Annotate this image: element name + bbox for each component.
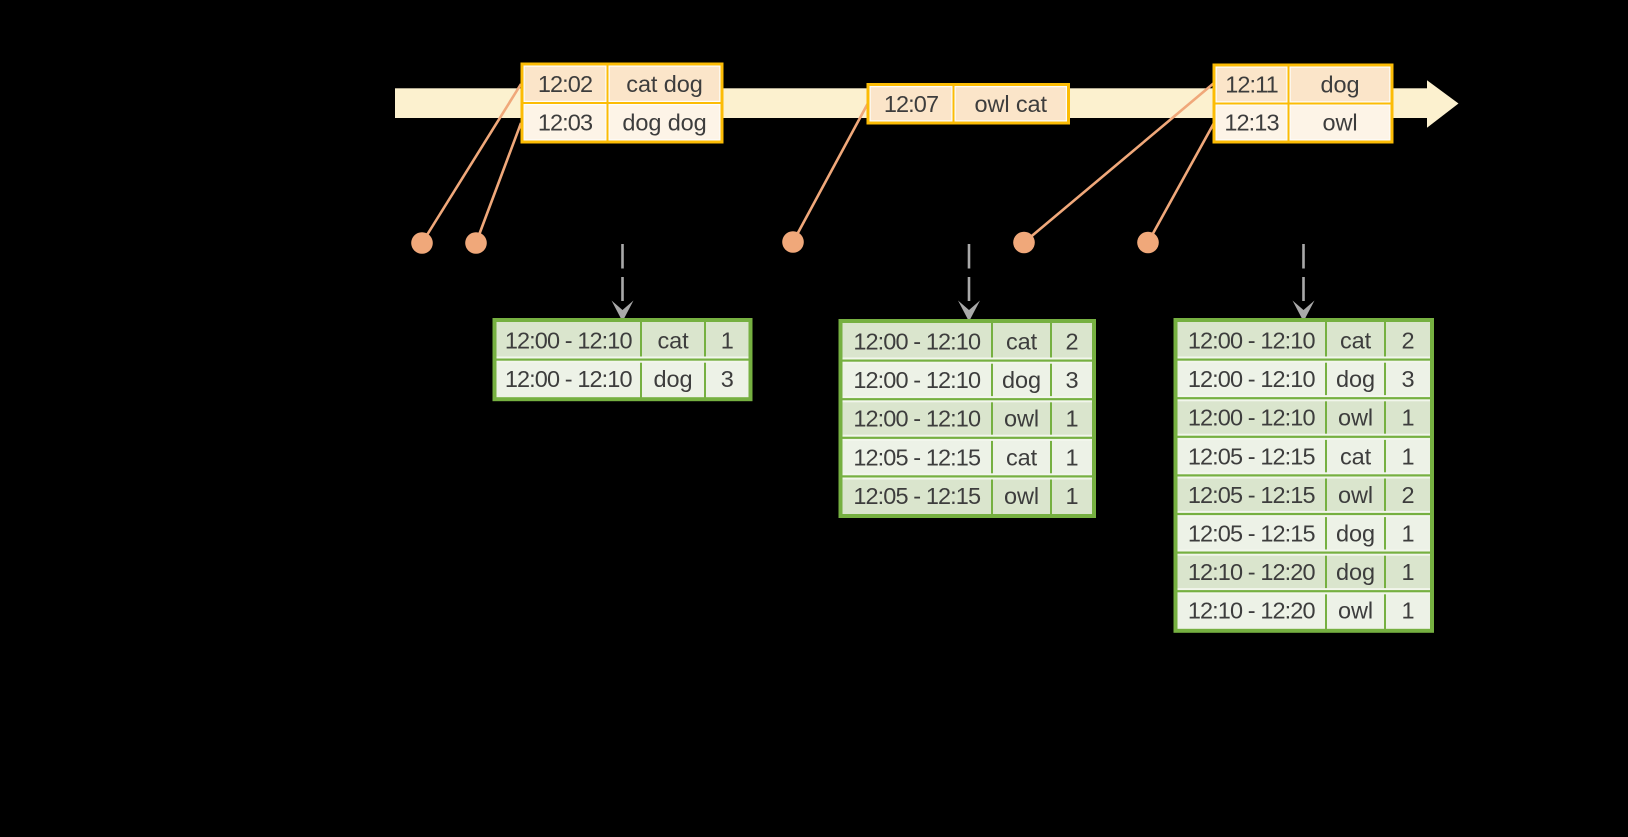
svg-text:2: 2 xyxy=(1402,328,1415,354)
svg-text:dog: dog xyxy=(1336,559,1375,585)
svg-text:12:00 - 12:10: 12:00 - 12:10 xyxy=(853,406,981,432)
svg-text:1: 1 xyxy=(1402,443,1415,469)
svg-text:2: 2 xyxy=(1402,482,1415,508)
svg-text:owl: owl xyxy=(1338,482,1373,508)
svg-text:12:00 - 12:10: 12:00 - 12:10 xyxy=(505,366,633,392)
svg-text:12:05 - 12:15: 12:05 - 12:15 xyxy=(1188,443,1316,469)
svg-text:12:05 - 12:15: 12:05 - 12:15 xyxy=(1188,482,1316,508)
svg-text:1: 1 xyxy=(1402,559,1415,585)
svg-text:12:13: 12:13 xyxy=(1224,110,1279,136)
svg-text:cat: cat xyxy=(1340,443,1372,469)
svg-text:dog: dog xyxy=(1336,521,1375,547)
svg-text:owl: owl xyxy=(1004,406,1039,432)
svg-text:cat dog: cat dog xyxy=(626,71,702,97)
svg-text:3: 3 xyxy=(1402,366,1415,392)
svg-text:owl: owl xyxy=(1338,405,1373,431)
svg-text:3: 3 xyxy=(1066,367,1079,393)
svg-text:dog: dog xyxy=(1002,367,1041,393)
svg-text:1: 1 xyxy=(1066,406,1079,432)
svg-text:12:05 - 12:15: 12:05 - 12:15 xyxy=(853,483,981,509)
svg-text:owl: owl xyxy=(1323,110,1358,136)
svg-text:12:10 - 12:20: 12:10 - 12:20 xyxy=(1188,559,1316,585)
svg-text:1: 1 xyxy=(1402,521,1415,547)
svg-text:1: 1 xyxy=(1066,444,1079,470)
svg-text:dog dog: dog dog xyxy=(622,109,706,135)
svg-text:12:00 - 12:10: 12:00 - 12:10 xyxy=(505,328,633,354)
svg-text:dog: dog xyxy=(1321,72,1360,98)
svg-text:12:10 - 12:20: 12:10 - 12:20 xyxy=(1188,598,1316,624)
svg-text:12:00 - 12:10: 12:00 - 12:10 xyxy=(853,329,981,355)
svg-text:12:00 - 12:10: 12:00 - 12:10 xyxy=(1188,405,1316,431)
svg-text:12:03: 12:03 xyxy=(538,109,593,135)
svg-text:1: 1 xyxy=(1402,598,1415,624)
svg-text:12:00 - 12:10: 12:00 - 12:10 xyxy=(1188,366,1316,392)
svg-text:cat: cat xyxy=(1006,444,1038,470)
svg-text:12:05 - 12:15: 12:05 - 12:15 xyxy=(1188,521,1316,547)
svg-text:cat: cat xyxy=(1006,329,1038,355)
svg-text:cat: cat xyxy=(657,328,689,354)
svg-text:12:05 - 12:15: 12:05 - 12:15 xyxy=(853,444,981,470)
svg-text:1: 1 xyxy=(1402,405,1415,431)
svg-text:12:02: 12:02 xyxy=(538,71,592,97)
svg-text:12:07: 12:07 xyxy=(884,91,938,117)
svg-text:cat: cat xyxy=(1340,328,1372,354)
svg-text:2: 2 xyxy=(1066,329,1079,355)
svg-text:12:11: 12:11 xyxy=(1225,72,1278,98)
svg-text:owl: owl xyxy=(1004,483,1039,509)
svg-text:3: 3 xyxy=(721,366,734,392)
svg-text:owl cat: owl cat xyxy=(975,91,1048,117)
svg-text:1: 1 xyxy=(721,328,734,354)
svg-text:1: 1 xyxy=(1066,483,1079,509)
svg-text:dog: dog xyxy=(1336,366,1375,392)
svg-text:owl: owl xyxy=(1338,598,1373,624)
svg-text:dog: dog xyxy=(654,366,693,392)
svg-text:12:00 - 12:10: 12:00 - 12:10 xyxy=(1188,328,1316,354)
svg-text:12:00 - 12:10: 12:00 - 12:10 xyxy=(853,367,981,393)
